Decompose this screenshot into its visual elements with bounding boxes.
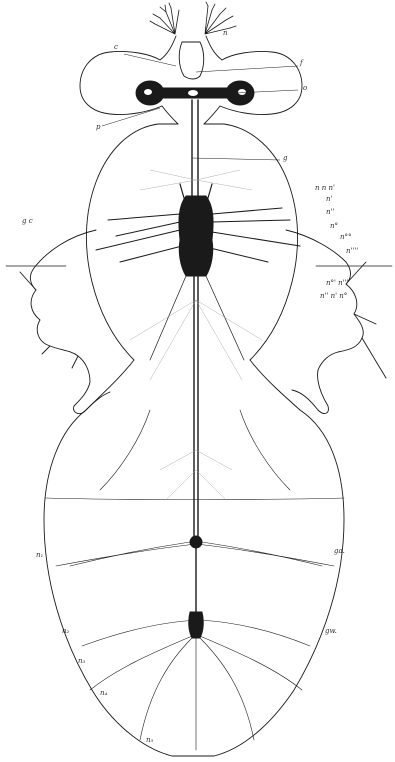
label-right-1: n n n' — [315, 185, 335, 192]
label-n5: n₅ — [146, 737, 153, 744]
head-bulb — [179, 42, 204, 79]
label-n2: n₂ — [62, 628, 69, 635]
label-o: o — [303, 85, 307, 92]
label-right-4: n° — [330, 223, 338, 230]
label-c: c — [114, 44, 118, 51]
label-gw: gw. — [325, 628, 337, 635]
label-p: p — [96, 124, 100, 131]
label-right-8: n'' n' n° — [320, 293, 347, 300]
label-f: f — [300, 60, 303, 67]
label-n3: n₃ — [78, 658, 85, 665]
label-g: g — [283, 155, 287, 162]
label-gc: g c — [22, 218, 33, 225]
label-n1: n₁ — [36, 552, 43, 559]
label-ga: ga. — [334, 548, 345, 555]
right-appendage — [286, 230, 363, 413]
label-right-3: n'' — [326, 209, 334, 216]
label-right-2: n' — [326, 196, 332, 203]
leader-lines — [102, 54, 298, 160]
label-n4: n₄ — [100, 690, 107, 697]
label-right-7: n°' n''' — [326, 280, 348, 287]
thoracic-ganglion — [179, 184, 213, 276]
label-n-top: n — [223, 30, 228, 37]
label-right-5: n°° — [340, 234, 352, 241]
label-right-6: n'''' — [346, 248, 358, 255]
left-appendage — [30, 230, 110, 414]
ventral-nerve-cord — [192, 100, 198, 612]
